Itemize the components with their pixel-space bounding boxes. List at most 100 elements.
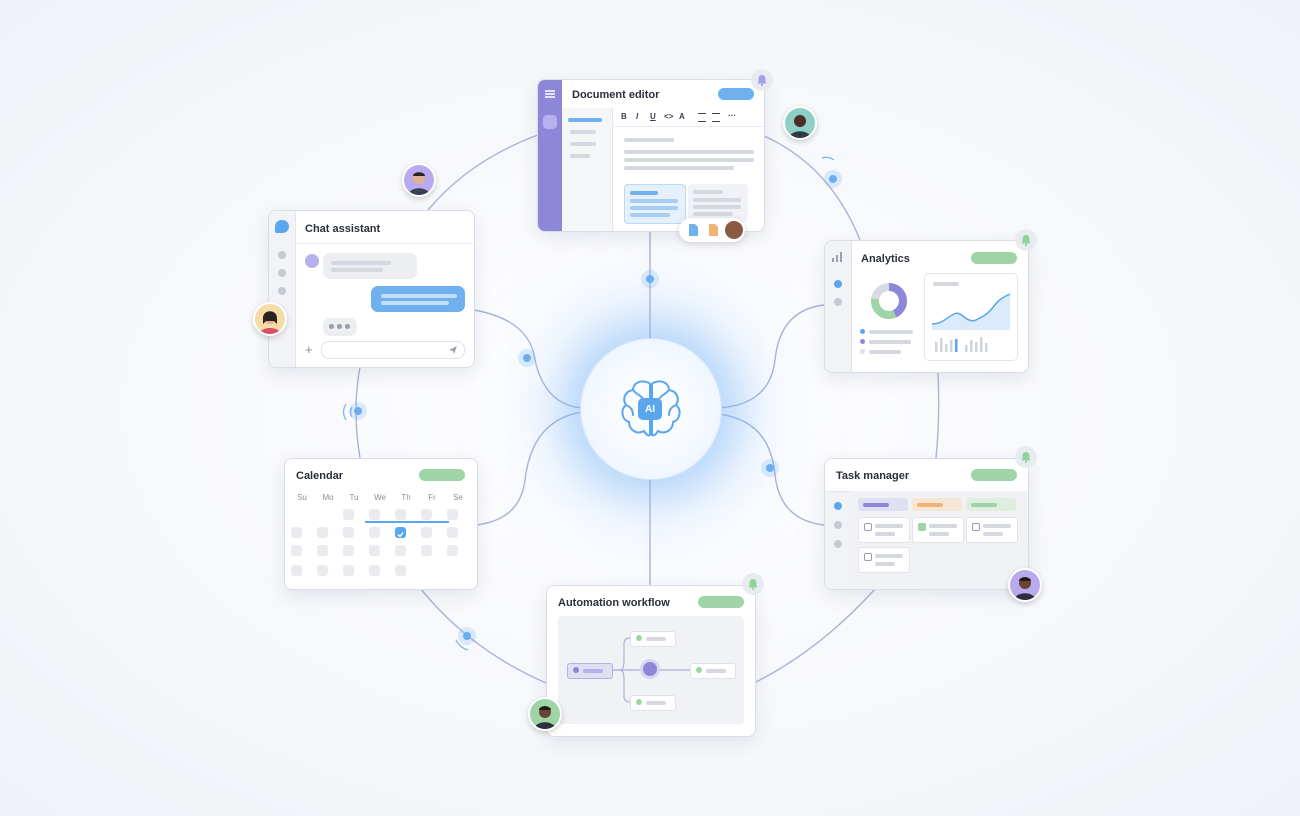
calendar-day[interactable] (369, 509, 380, 520)
line-chart (931, 293, 1011, 330)
column-header (858, 498, 908, 511)
check-icon[interactable] (918, 523, 926, 531)
analytics-status-pill (971, 252, 1017, 264)
avatar (725, 221, 743, 239)
text-line (624, 158, 754, 162)
calendar-day[interactable] (343, 527, 354, 538)
task-item[interactable] (912, 517, 964, 543)
ring-segment (935, 371, 940, 459)
calendar-day[interactable] (421, 545, 432, 556)
bold-button[interactable]: B (621, 112, 627, 121)
calendar-day[interactable] (421, 509, 432, 520)
plus-icon[interactable]: + (305, 342, 313, 357)
analytics-title: Analytics (861, 253, 910, 265)
signal-arc (455, 639, 469, 651)
calendar-day[interactable] (317, 527, 328, 538)
avatar (528, 697, 562, 731)
attachment-chips (679, 218, 745, 242)
calendar-day-selected[interactable] (395, 527, 406, 538)
calendar-day[interactable] (447, 527, 458, 538)
workflow-step-node[interactable] (690, 663, 736, 679)
spoke (717, 413, 825, 526)
list-icon[interactable] (698, 113, 706, 122)
workflow-canvas (558, 616, 744, 724)
editor-block-selected[interactable] (624, 184, 686, 224)
bell-icon[interactable] (1015, 229, 1037, 251)
calendar-day[interactable] (421, 527, 432, 538)
editor-outline-panel (562, 108, 613, 231)
calendar-day[interactable] (291, 527, 302, 538)
workflow-hub-node[interactable] (643, 662, 657, 676)
calendar-day[interactable] (343, 545, 354, 556)
wire-node (766, 464, 774, 472)
calendar-day[interactable] (343, 509, 354, 520)
editor-toolbar: B I U <> A ··· (612, 108, 764, 127)
chart-icon[interactable] (832, 251, 844, 262)
format-button[interactable]: A (679, 112, 685, 121)
task-manager-card[interactable]: Task manager (824, 458, 1029, 590)
ordered-list-icon[interactable] (712, 113, 720, 122)
task-status-pill (971, 469, 1017, 481)
task-manager-title: Task manager (836, 470, 910, 482)
calendar-status-pill (419, 469, 465, 481)
task-item[interactable] (966, 517, 1018, 543)
send-icon[interactable] (448, 345, 458, 355)
workflow-status-pill (698, 596, 744, 608)
calendar-day[interactable] (343, 565, 354, 576)
weekday-label: Th (401, 493, 411, 502)
spoke (475, 411, 583, 526)
document-icon[interactable] (708, 223, 719, 237)
bell-icon[interactable] (1015, 446, 1037, 468)
calendar-day[interactable] (317, 565, 328, 576)
workflow-trigger-node[interactable] (567, 663, 613, 679)
calendar-day[interactable] (369, 527, 380, 538)
task-board (851, 491, 1028, 589)
chat-sidebar (269, 211, 296, 367)
weekday-label: Mo (322, 493, 334, 502)
more-button[interactable]: ··· (728, 111, 736, 120)
weekday-label: Fr (428, 493, 436, 502)
bell-icon[interactable] (742, 573, 764, 595)
document-editor-card[interactable]: Document editor B I U <> A ··· (537, 79, 765, 232)
editor-block[interactable] (688, 184, 748, 222)
calendar-day[interactable] (395, 565, 406, 576)
weekday-label: Tu (349, 493, 359, 502)
document-icon[interactable] (688, 223, 699, 237)
calendar-day[interactable] (395, 509, 406, 520)
automation-workflow-card[interactable]: Automation workflow (546, 585, 756, 737)
wire-node (829, 175, 837, 183)
editor-nav-icon[interactable] (543, 115, 557, 129)
calendar-card[interactable]: Calendar Su Mo Tu We Th Fr Se (284, 458, 478, 590)
signal-arc (821, 156, 835, 161)
wire-node (646, 275, 654, 283)
calendar-day[interactable] (317, 545, 328, 556)
calendar-day[interactable] (291, 565, 302, 576)
task-item[interactable] (858, 517, 910, 543)
underline-button[interactable]: U (650, 112, 656, 121)
menu-icon[interactable] (545, 89, 555, 99)
chat-assistant-card[interactable]: Chat assistant + (268, 210, 475, 368)
avatar (402, 163, 436, 197)
analytics-card[interactable]: Analytics (824, 240, 1029, 373)
editor-status-pill (718, 88, 754, 100)
avatar (783, 106, 817, 140)
calendar-day[interactable] (447, 545, 458, 556)
calendar-day[interactable] (291, 545, 302, 556)
calendar-day[interactable] (369, 545, 380, 556)
calendar-title: Calendar (296, 470, 344, 482)
calendar-day[interactable] (369, 565, 380, 576)
calendar-day[interactable] (395, 545, 406, 556)
code-button[interactable]: <> (664, 112, 674, 121)
chat-icon[interactable] (275, 220, 289, 233)
message-input[interactable] (321, 341, 465, 359)
workflow-step-node[interactable] (630, 631, 676, 647)
chat-assistant-title: Chat assistant (305, 223, 381, 235)
bell-icon[interactable] (751, 69, 773, 91)
calendar-day[interactable] (447, 509, 458, 520)
workflow-step-node[interactable] (630, 695, 676, 711)
italic-button[interactable]: I (636, 112, 639, 121)
line-chart-panel (924, 273, 1018, 361)
ai-hub[interactable]: AI (580, 338, 722, 480)
ring-segment (427, 134, 539, 211)
task-item[interactable] (858, 547, 910, 573)
